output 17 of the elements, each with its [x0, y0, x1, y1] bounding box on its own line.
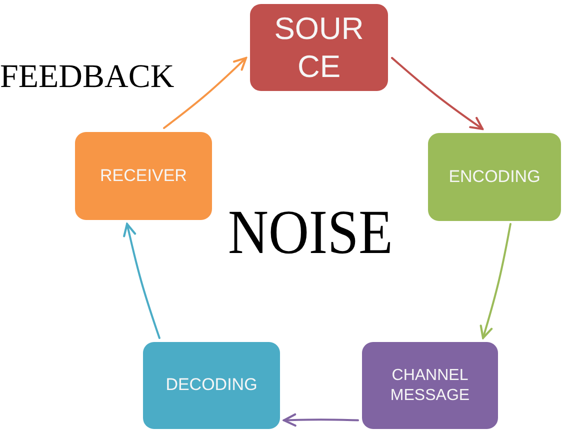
step-label: CHANNEL MESSAGE	[389, 366, 471, 405]
step-label: DECODING	[166, 375, 258, 396]
annotation-text: FEEDBACK	[0, 61, 174, 94]
annotation-text: NOISE	[228, 202, 393, 264]
process-box	[143, 342, 280, 429]
process-box	[250, 4, 388, 91]
arrow	[282, 413, 359, 427]
process-box	[428, 133, 561, 221]
arrow	[391, 56, 484, 130]
step-label: SOURCE	[273, 10, 365, 85]
process-box	[75, 132, 212, 220]
arrow	[480, 223, 512, 340]
arrow	[123, 222, 160, 339]
arrow	[163, 56, 248, 129]
step-label: ENCODING	[448, 166, 540, 188]
step-label: RECEIVER	[100, 166, 187, 186]
process-box	[362, 342, 498, 429]
